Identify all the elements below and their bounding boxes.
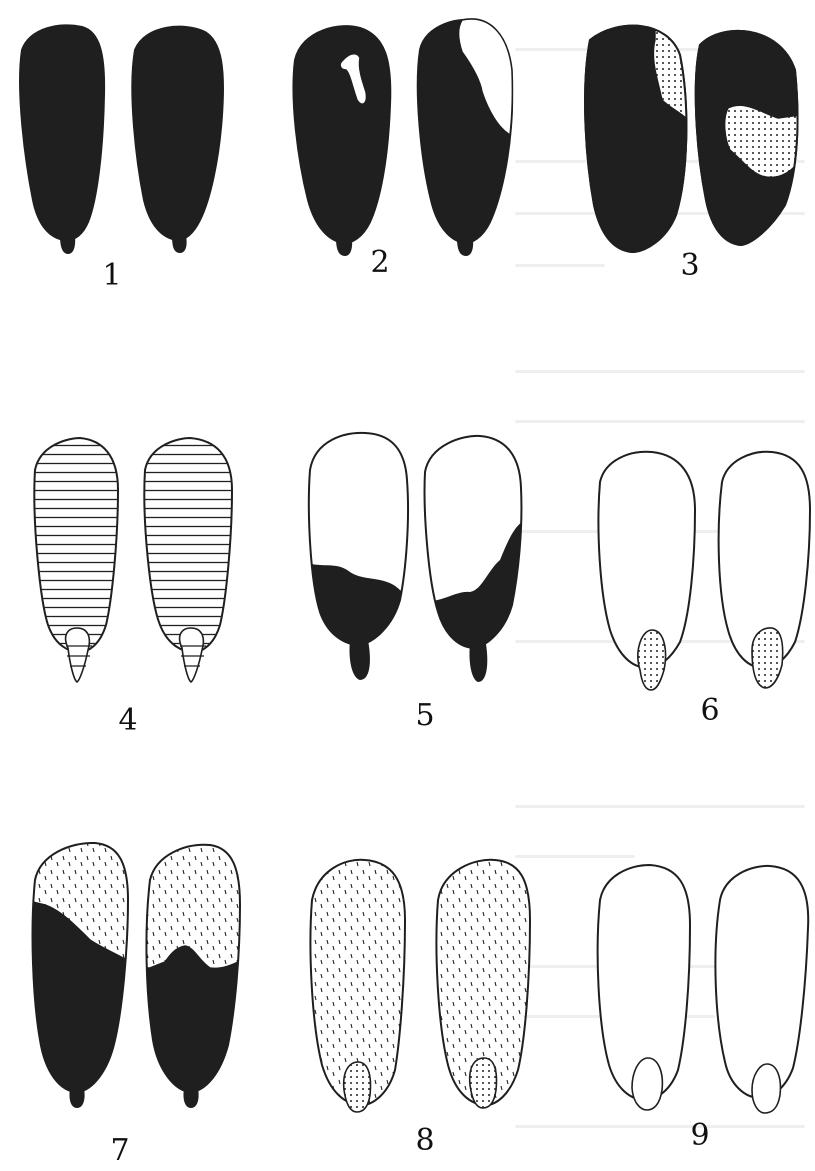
panel-7: 7 — [25, 835, 250, 1168]
panel-label: 6 — [700, 693, 719, 728]
seed-dark-patched — [418, 19, 513, 256]
panel-6: 6 — [598, 452, 810, 728]
seed-dark — [20, 25, 104, 254]
seed-hatched — [34, 438, 118, 682]
panel-1: 1 — [20, 25, 223, 293]
seed-dark-dashed-top — [140, 835, 250, 1108]
panel-label: 8 — [415, 1123, 434, 1158]
seed-dark-patched — [293, 26, 390, 256]
seed-white-stippled-embryo — [598, 452, 695, 690]
panel-label: 1 — [102, 258, 121, 293]
seed-dashed — [310, 860, 405, 1112]
panel-2: 2 — [293, 19, 512, 280]
seed-half-dark — [420, 436, 530, 682]
panel-label: 4 — [118, 703, 137, 738]
seed-dashed — [436, 860, 530, 1108]
panel-label: 3 — [680, 248, 699, 283]
seed-dark-stippled — [696, 31, 800, 245]
panel-9: 9 — [598, 865, 809, 1153]
panel-4: 4 — [34, 438, 232, 738]
seed-hatched — [144, 438, 232, 682]
seed-white — [598, 865, 690, 1110]
panel-3: 3 — [585, 25, 800, 283]
panel-label: 2 — [370, 245, 389, 280]
panel-5: 5 — [300, 433, 530, 733]
seed-dark-dashed-top — [25, 835, 135, 1108]
panel-label: 9 — [690, 1118, 709, 1153]
seed-dark — [132, 27, 223, 253]
seed-dark-stippled — [585, 25, 700, 252]
seed-white — [715, 866, 808, 1113]
panel-label: 7 — [110, 1133, 129, 1168]
seed-white-stippled-embryo — [719, 452, 810, 688]
panel-label: 5 — [415, 698, 434, 733]
panel-8: 8 — [310, 860, 530, 1158]
seed-half-dark — [300, 433, 412, 680]
